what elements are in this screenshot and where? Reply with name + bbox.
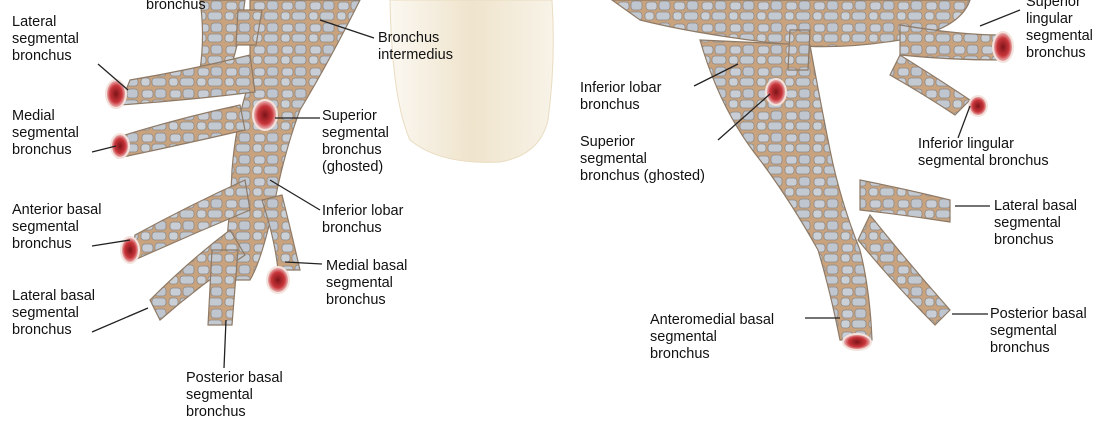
label-medial-basal-segmental-bronchus: Medial basal segmental bronchus (326, 258, 407, 309)
label-lateral-segmental-bronchus: Lateral segmental bronchus (12, 14, 79, 65)
label-posterior-basal-segmental-bronchus-right: Posterior basal segmental bronchus (990, 306, 1087, 357)
label-posterior-basal-segmental-bronchus: Posterior basal segmental bronchus (186, 370, 283, 421)
label-inferior-lingular-segmental-bronchus: Inferior lingular segmental bronchus (918, 136, 1049, 170)
label-superior-lingular-segmental-bronchus: Superior lingular segmental bronchus (1026, 0, 1093, 62)
lumen-medial-basal (267, 267, 289, 293)
lumen-superior-segmental (253, 100, 277, 130)
lumen-superior-segmental-right (766, 79, 786, 105)
label-superior-segmental-bronchus-ghosted-right: Superior segmental bronchus (ghosted) (580, 134, 705, 185)
leader-superior-lingular-r (980, 10, 1020, 26)
label-medial-segmental-bronchus: Medial segmental bronchus (12, 108, 79, 159)
label-anterior-basal-segmental-bronchus: Anterior basal segmental bronchus (12, 202, 101, 253)
label-lateral-basal-segmental-bronchus-right: Lateral basal segmental bronchus (994, 198, 1077, 249)
lumen-inferior-lingular (969, 96, 987, 116)
lumen-superior-lingular (993, 32, 1013, 62)
label-superior-segmental-bronchus-ghosted: Superior segmental bronchus (ghosted) (322, 108, 389, 176)
leader-lateral-basal (92, 308, 148, 332)
lumen-anteromedial-basal (843, 334, 871, 350)
label-bronchus-intermedius: Bronchus intermedius (378, 30, 453, 64)
vessel-shape (390, 0, 553, 162)
leader-posterior-basal (224, 320, 226, 368)
label-lateral-basal-segmental-bronchus: Lateral basal segmental bronchus (12, 288, 95, 339)
label-inferior-lobar-bronchus-right: Inferior lobar bronchus (580, 80, 661, 114)
label-top-bronchus: bronchus (146, 0, 206, 14)
label-anteromedial-basal-segmental-bronchus: Anteromedial basal segmental bronchus (650, 312, 774, 363)
lumen-lateral-segmental (106, 80, 126, 108)
label-inferior-lobar-bronchus: Inferior lobar bronchus (322, 203, 403, 237)
